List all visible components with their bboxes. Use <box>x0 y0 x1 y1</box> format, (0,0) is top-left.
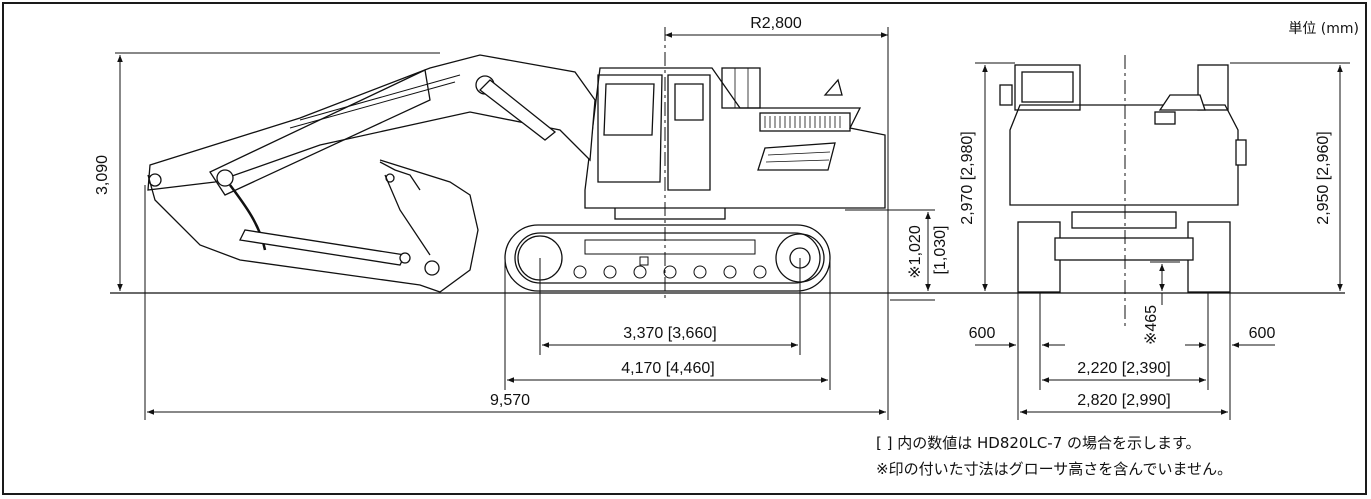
right-crawler-front <box>1187 221 1231 293</box>
unit-label: 単位 (mm) <box>1288 21 1359 37</box>
label-rail-height: 2,950 [2,960] <box>1315 131 1332 224</box>
label-counterweight-clearance: ※1,020 <box>907 225 924 279</box>
upper-structure <box>584 67 886 220</box>
left-crawler-front <box>1017 221 1061 293</box>
label-tail-swing-radius: R2,800 <box>750 15 802 32</box>
dimension-labels: R2,800 3,090 ※1,020 [1,030] 3,370 [3,660… <box>94 15 1332 409</box>
excavator-side-view <box>147 54 886 293</box>
label-crawler-length: 4,170 [4,460] <box>621 360 714 377</box>
label-tumbler-distance: 3,370 [3,660] <box>623 325 716 342</box>
excavator-front-view <box>999 64 1247 293</box>
label-min-ground-clearance: ※465 <box>1143 305 1160 345</box>
note-grouser-height: ※印の付いた寸法はグローサ高さを含んでいません。 <box>876 460 1233 478</box>
label-overall-length: 9,570 <box>490 392 530 409</box>
note-bracket-values: [ ] 内の数値は HD820LC-7 の場合を示します。 <box>876 434 1201 452</box>
label-overall-height: 3,090 <box>94 155 111 195</box>
label-counterweight-clearance-alt: [1,030] <box>932 226 949 275</box>
label-shoe-width-right: 600 <box>1249 325 1276 342</box>
boom-arm <box>147 54 596 293</box>
label-overall-width: 2,820 [2,990] <box>1077 392 1170 409</box>
label-track-gauge: 2,220 [2,390] <box>1077 360 1170 377</box>
label-cab-height: 2,970 [2,980] <box>959 131 976 224</box>
crawler-track-side <box>504 224 831 292</box>
dimension-lines <box>115 27 1350 420</box>
label-shoe-width-left: 600 <box>969 325 996 342</box>
